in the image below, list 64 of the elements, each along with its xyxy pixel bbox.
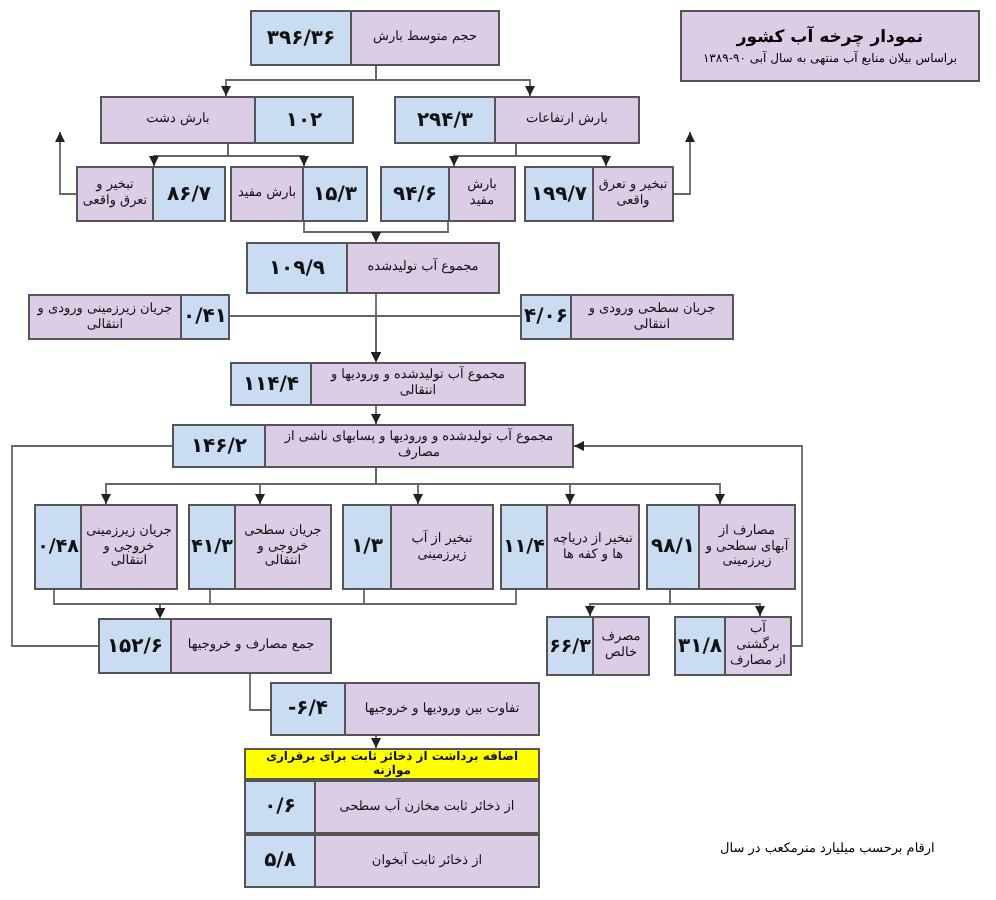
flow-box: [244, 834, 540, 888]
flow-box: [188, 504, 332, 590]
flow-box: [172, 424, 574, 468]
flow-box: [250, 10, 500, 66]
quantity-value: ۸۶/۷: [152, 168, 224, 220]
arrow: [515, 143, 611, 167]
arrow: [673, 131, 695, 195]
connector-line: [11, 445, 173, 647]
flow-box: [244, 780, 540, 834]
flow-box: [546, 616, 650, 676]
balance-table: [244, 748, 540, 888]
quantity-value: ۱۹۹/۷: [526, 168, 594, 220]
flow-box: [230, 362, 526, 406]
quantity-value: -۶/۴: [272, 684, 346, 734]
quantity-value: ۴/۰۶: [522, 296, 572, 338]
arrow: [573, 441, 803, 647]
flow-box: [100, 96, 354, 144]
arrow: [371, 405, 381, 425]
arrow: [371, 221, 449, 243]
quantity-value: ۱۴۶/۲: [174, 426, 266, 466]
quantity-value: ۹۸/۱: [648, 506, 700, 588]
quantity-value: ۱۱۴/۴: [232, 364, 312, 404]
flow-box: [646, 504, 796, 590]
title-box: [680, 10, 980, 82]
arrow: [375, 467, 725, 505]
quantity-value: ۱۰۹/۹: [248, 244, 348, 292]
quantity-value: ۱۰۲: [254, 98, 352, 142]
arrow: [375, 65, 535, 97]
arrow: [227, 143, 309, 167]
box-heading: نمودار چرخه آب کشور: [734, 25, 926, 49]
arrow: [669, 589, 765, 617]
flow-box: [230, 166, 368, 222]
quantity-value: ۳۹۶/۳۶: [252, 12, 352, 64]
flow-box: [674, 616, 792, 676]
flow-box: [520, 294, 734, 340]
arrow: [371, 315, 521, 363]
flow-box: [524, 166, 674, 222]
connector-line: [249, 673, 271, 711]
quantity-value: ۹۴/۶: [382, 168, 450, 220]
flow-box: [394, 96, 640, 144]
flow-box: [34, 504, 178, 590]
flow-box: [76, 166, 226, 222]
quantity-value: ۴۱/۳: [190, 506, 236, 588]
quantity-value: ۱۱/۴: [502, 506, 548, 588]
arrow: [155, 589, 517, 619]
quantity-value: ۱۵/۳: [302, 168, 366, 220]
flow-box: [500, 504, 640, 590]
quantity-value: ۵/۸: [246, 836, 316, 886]
quantity-value: ۳۱/۸: [676, 618, 726, 674]
arrow: [371, 735, 381, 749]
quantity-value: ۰/۴۱: [180, 296, 228, 338]
quantity-value: ۱/۳: [344, 506, 392, 588]
flow-box: [246, 242, 500, 294]
flow-box: [380, 166, 516, 222]
flow-box: [270, 682, 540, 736]
flow-box: [98, 618, 332, 674]
quantity-value: ۲۹۴/۳: [396, 98, 496, 142]
quantity-value: ۶۶/۳: [548, 618, 594, 674]
arrow: [55, 131, 77, 195]
quantity-value: ۰/۶: [246, 782, 316, 832]
quantity-value: ۰/۴۸: [36, 506, 82, 588]
flow-box: [28, 294, 230, 340]
flow-box: [342, 504, 494, 590]
quantity-value: ۱۵۲/۶: [100, 620, 172, 672]
